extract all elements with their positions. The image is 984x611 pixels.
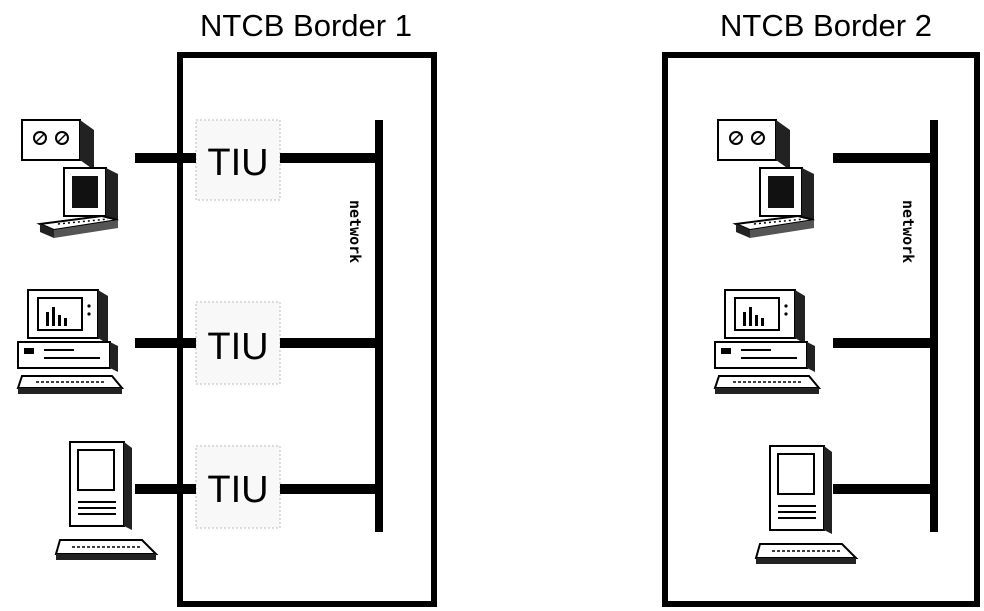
border-2-link-device-3 xyxy=(833,484,930,494)
border-1-frame xyxy=(177,52,437,607)
border-2-frame xyxy=(662,52,980,607)
desktop-computer-icon xyxy=(17,289,123,395)
border-1-link-device-1 xyxy=(135,153,196,163)
border-1-network-label: network xyxy=(346,200,364,263)
mainframe-terminal-icon xyxy=(21,119,119,239)
ntcb-border-1: NTCB Border 1 network TIU TIU TIU xyxy=(17,8,437,607)
mainframe-terminal-icon xyxy=(717,119,815,239)
border-1-link-tiu-2-bus xyxy=(280,338,375,348)
tower-computer-icon xyxy=(755,445,857,565)
border-1-tiu-1: TIU xyxy=(195,119,281,201)
border-1-network-bus xyxy=(375,120,383,532)
border-2-network-label: network xyxy=(899,200,917,263)
border-2-link-device-2 xyxy=(833,338,930,348)
desktop-computer-icon xyxy=(714,289,820,395)
tiu-label: TIU xyxy=(207,142,268,184)
tower-computer-icon xyxy=(55,441,157,561)
border-1-link-device-2 xyxy=(135,338,196,348)
border-1-tiu-3: TIU xyxy=(195,445,281,529)
tiu-label: TIU xyxy=(207,469,268,511)
border-1-tiu-2: TIU xyxy=(195,301,281,385)
border-2-link-device-1 xyxy=(833,153,930,163)
border-2-title: NTCB Border 2 xyxy=(720,8,932,43)
tiu-label: TIU xyxy=(207,326,268,368)
border-1-link-tiu-3-bus xyxy=(280,484,375,494)
border-1-link-tiu-1-bus xyxy=(280,153,375,163)
border-1-link-device-3 xyxy=(135,484,196,494)
ntcb-border-2: NTCB Border 2 network xyxy=(662,8,980,607)
border-1-title: NTCB Border 1 xyxy=(200,8,412,43)
border-2-network-bus xyxy=(930,120,938,532)
